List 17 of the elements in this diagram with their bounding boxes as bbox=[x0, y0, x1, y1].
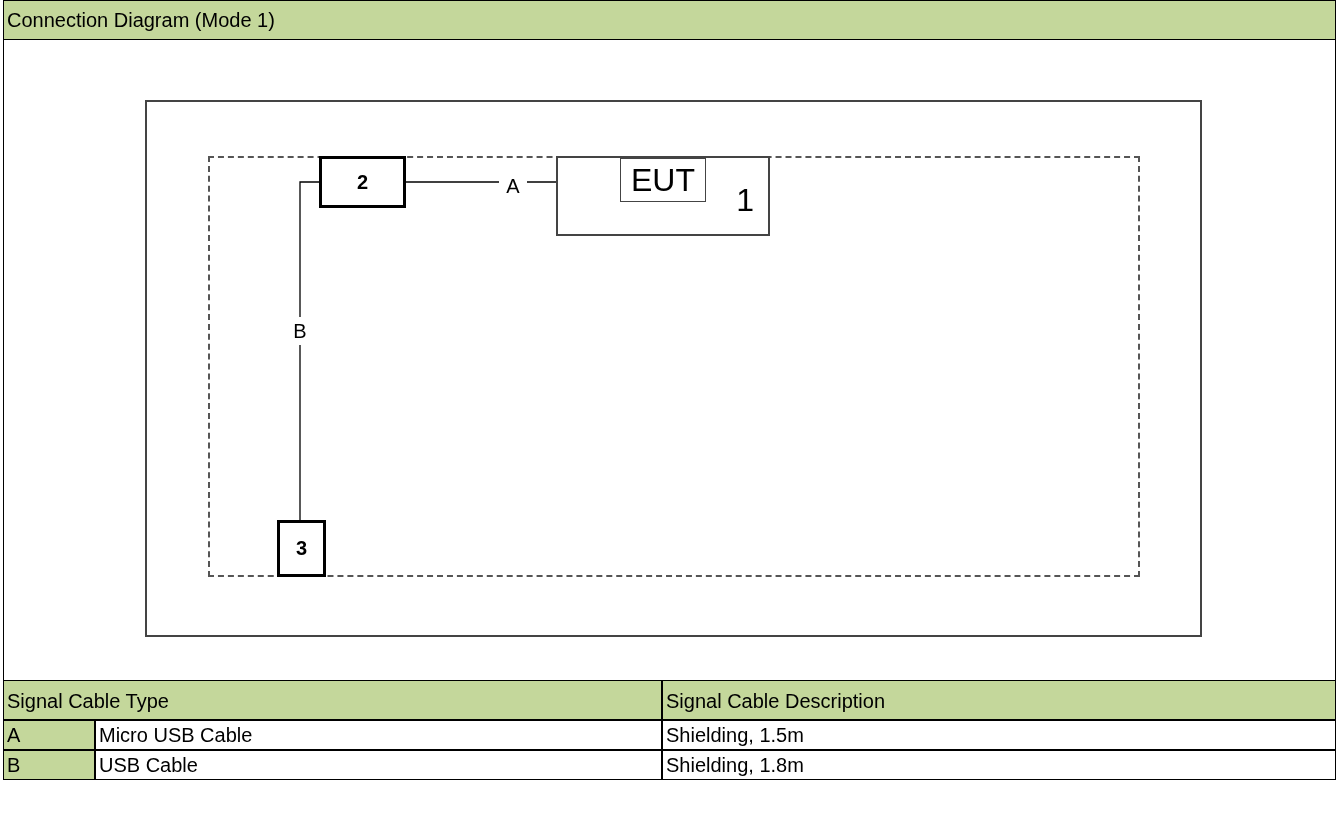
table-cell: Shielding, 1.8m bbox=[662, 750, 1336, 780]
dashed-boundary bbox=[208, 156, 1140, 577]
table-cell: A bbox=[3, 720, 95, 750]
table-cell: B bbox=[3, 750, 95, 780]
device-box: 3 bbox=[277, 520, 326, 577]
table-cell: Shielding, 1.5m bbox=[662, 720, 1336, 750]
title-bar: Connection Diagram (Mode 1) bbox=[3, 0, 1336, 40]
table-cell: Micro USB Cable bbox=[95, 720, 662, 750]
eut-box bbox=[556, 156, 770, 236]
cable-line bbox=[299, 181, 320, 521]
test-area-frame bbox=[145, 100, 1202, 637]
table-header-cell: Signal Cable Type bbox=[3, 680, 662, 720]
device-number: 1 bbox=[736, 184, 754, 216]
device-box: 2 bbox=[319, 156, 406, 208]
eut-label-box: EUT bbox=[620, 158, 706, 202]
table-header-cell: Signal Cable Description bbox=[662, 680, 1336, 720]
table-cell: USB Cable bbox=[95, 750, 662, 780]
